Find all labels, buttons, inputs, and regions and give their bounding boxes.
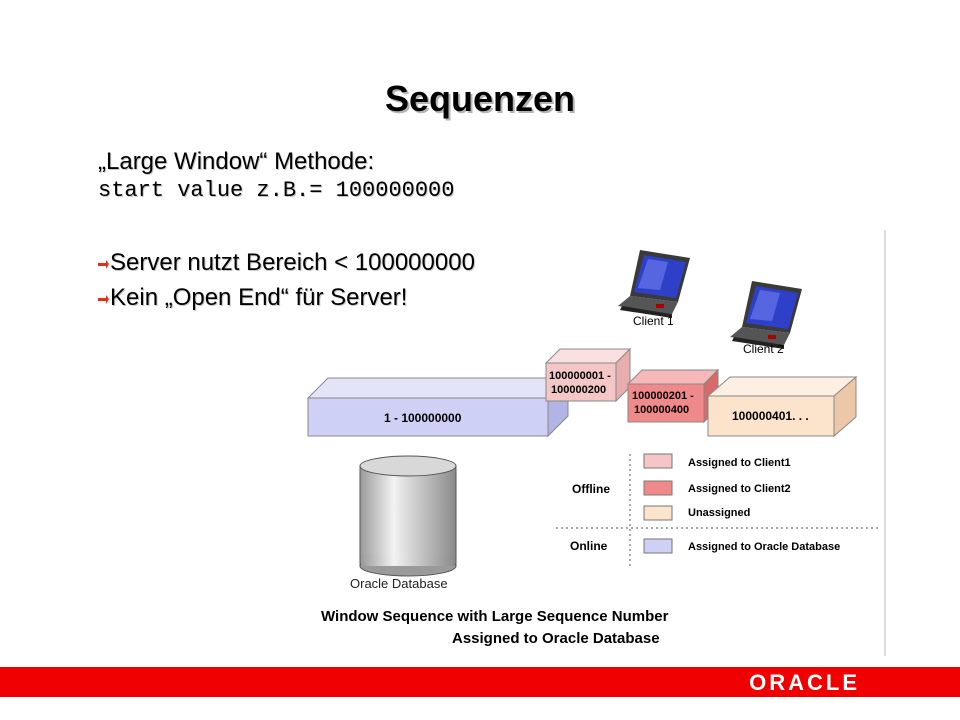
legend-swatch-unassigned xyxy=(643,505,673,521)
legend-item-database: Assigned to Oracle Database xyxy=(688,541,840,553)
legend-item-unassigned: Unassigned xyxy=(688,507,750,519)
bullet-item: Server nutzt Bereich < 100000000 xyxy=(96,249,475,277)
client2-range-line1: 100000201 - xyxy=(632,390,694,402)
database-label: Oracle Database xyxy=(350,576,448,591)
arrow-bullet-icon xyxy=(98,260,109,269)
legend-swatch-client1 xyxy=(643,453,673,469)
bullet-text: Server nutzt Bereich < 100000000 xyxy=(110,249,475,276)
unassigned-range-label: 100000401. . . xyxy=(732,409,809,423)
oracle-logo: ORACLE xyxy=(749,670,860,695)
diagram-caption-line2: Assigned to Oracle Database xyxy=(452,630,660,647)
legend-item-client1: Assigned to Client1 xyxy=(688,457,791,469)
db-range-label: 1 - 100000000 xyxy=(384,411,462,425)
client2-range-line2: 100000400 xyxy=(634,404,689,416)
db-range-block: 1 - 100000000 xyxy=(306,376,570,438)
client2-label: Client 2 xyxy=(743,342,784,356)
client1-range-block: 100000001 - 100000200 xyxy=(544,347,632,403)
database-cylinder-icon xyxy=(359,455,457,577)
code-line: start value z.B.= 100000000 xyxy=(98,178,455,203)
bullet-item: Kein „Open End“ für Server! xyxy=(96,284,407,312)
client2-range-block: 100000201 - 100000400 xyxy=(626,368,720,424)
client1-range-line2: 100000200 xyxy=(551,384,606,396)
arrow-bullet-icon xyxy=(98,295,109,304)
bullet-text: Kein „Open End“ für Server! xyxy=(110,284,408,311)
slide-subtitle: „Large Window“ Methode: xyxy=(98,148,375,175)
diagram-caption-line1: Window Sequence with Large Sequence Numb… xyxy=(321,608,669,625)
footer-bar: ORACLE xyxy=(0,667,960,697)
slide-title: Sequenzen xyxy=(384,78,576,119)
unassigned-range-block: 100000401. . . xyxy=(706,375,858,438)
legend-offline-label: Offline xyxy=(572,482,610,496)
sequence-diagram: Client 1 Client 2 1 - 100000000 10000000… xyxy=(306,230,886,656)
legend-online-label: Online xyxy=(570,539,608,553)
legend-swatch-database xyxy=(643,538,673,554)
legend-item-client2: Assigned to Client2 xyxy=(688,483,791,495)
legend: Offline Online Assigned to Client1 Assig… xyxy=(556,453,880,568)
client1-range-line1: 100000001 - xyxy=(549,370,611,382)
laptop-client1-icon xyxy=(618,250,690,318)
client1-label: Client 1 xyxy=(633,314,674,328)
laptop-client2-icon xyxy=(730,281,802,349)
legend-swatch-client2 xyxy=(643,480,673,496)
